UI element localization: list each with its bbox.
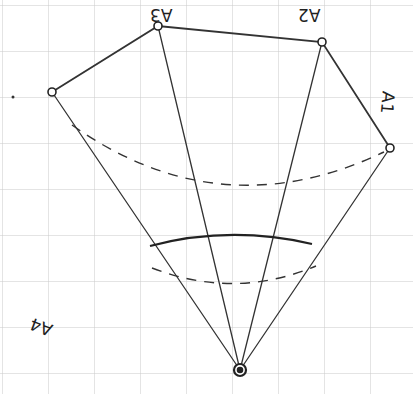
edges (52, 26, 390, 370)
solid-arc (150, 235, 312, 246)
vertex-label: A2 (298, 6, 320, 23)
vertex-label: A1 (378, 91, 397, 115)
dot (12, 96, 15, 99)
dashed-arcs (72, 125, 384, 284)
vertex-label: A3 (150, 6, 172, 23)
vertex-points (48, 22, 394, 376)
